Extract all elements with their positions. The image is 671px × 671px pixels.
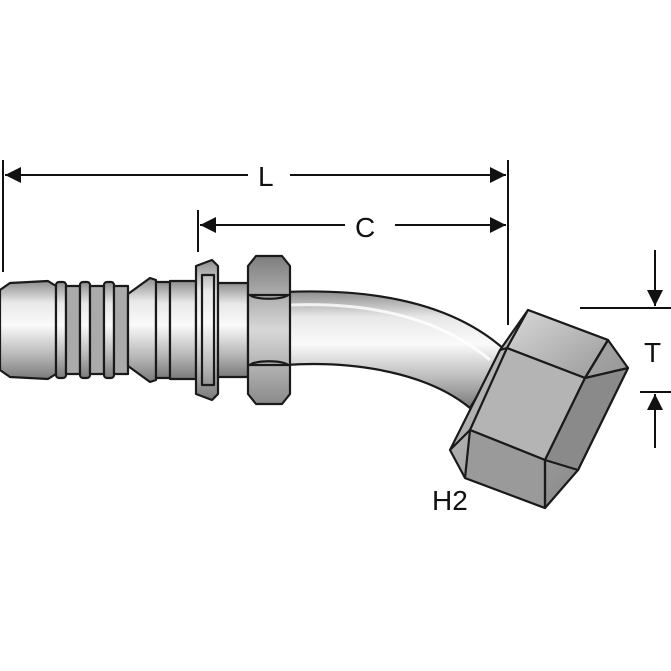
- bent-tube: [283, 290, 507, 410]
- dimension-labels: L C T H2: [258, 161, 661, 516]
- dimension-label-c: C: [355, 212, 375, 243]
- swivel-hex-nut: [448, 308, 630, 510]
- dimension-lines: [2, 160, 671, 448]
- hex-nut: [246, 254, 292, 406]
- dimension-label-t: T: [644, 337, 661, 368]
- ferrule-collar: [168, 258, 250, 402]
- dimension-label-h2: H2: [432, 485, 468, 516]
- hose-stem: [0, 276, 172, 384]
- dimension-label-l: L: [258, 161, 274, 192]
- hose-fitting: [0, 254, 630, 510]
